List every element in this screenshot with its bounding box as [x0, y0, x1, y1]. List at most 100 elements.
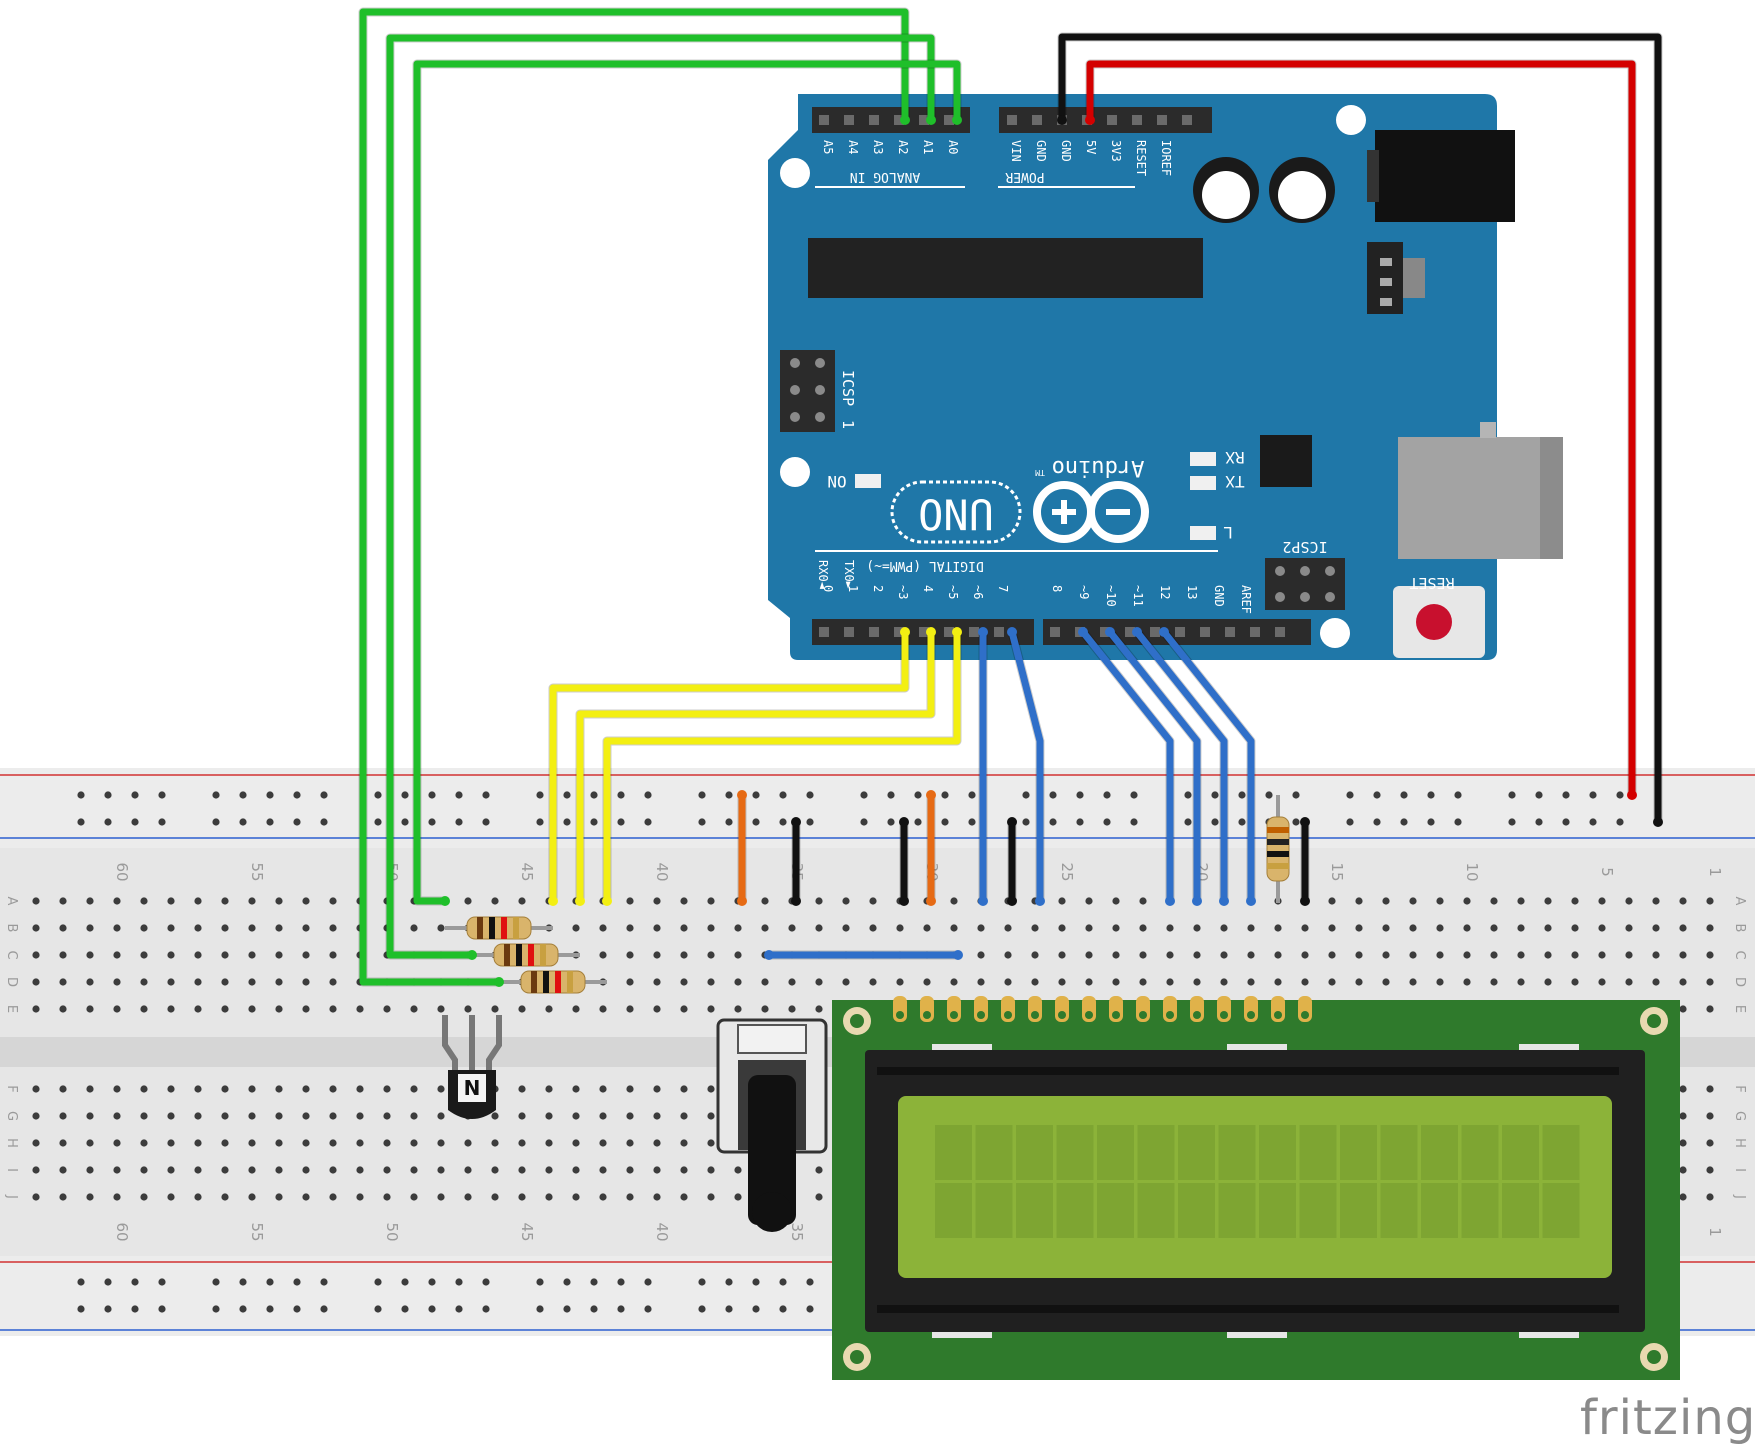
header-pin[interactable] [1125, 627, 1135, 637]
pin-label: RESET [1134, 140, 1148, 176]
header-pin[interactable] [1132, 115, 1142, 125]
lcd-cell [1137, 1125, 1175, 1180]
header-pin[interactable] [819, 115, 829, 125]
header-pin[interactable] [1007, 115, 1017, 125]
pin-label: GND [1034, 140, 1048, 162]
header-pin[interactable] [1107, 115, 1117, 125]
header-pin[interactable] [819, 627, 829, 637]
lcd-character-cells [935, 1125, 1580, 1238]
lcd-16x2 [832, 996, 1680, 1380]
header-pin[interactable] [894, 627, 904, 637]
pin-label: ~3 [896, 585, 910, 599]
lcd-cell [1259, 1183, 1296, 1238]
lcd-cell [1056, 1125, 1094, 1180]
row-letter: D [1732, 977, 1747, 987]
tx-led [1190, 476, 1216, 490]
lcd-cell [1502, 1183, 1539, 1238]
row-letter: A [1732, 897, 1747, 906]
lcd-cell [1542, 1125, 1580, 1180]
wire[interactable] [1133, 628, 1228, 905]
wire[interactable] [576, 628, 935, 905]
header-pin[interactable] [1225, 627, 1235, 637]
header-pin[interactable] [1150, 627, 1160, 637]
wire[interactable] [1008, 628, 1044, 905]
pin-label: 3V3 [1109, 140, 1123, 162]
sensor-label: N [464, 1076, 481, 1100]
wire[interactable] [1106, 628, 1201, 905]
potentiometer[interactable] [716, 1018, 828, 1232]
lcd-cell [1461, 1125, 1499, 1180]
atmega-chip [808, 238, 1203, 298]
lcd-cell [975, 1183, 1013, 1238]
column-number: 1 [1706, 867, 1724, 877]
header-pin[interactable] [944, 115, 954, 125]
usb-chip [1260, 435, 1312, 487]
mounting-hole [780, 457, 810, 487]
column-number: 1 [1706, 1227, 1724, 1237]
header-pin[interactable] [919, 115, 929, 125]
header-pin[interactable] [1050, 627, 1060, 637]
row-letter: I [1732, 1168, 1747, 1172]
header-pin[interactable] [1250, 627, 1260, 637]
row-letter: J [4, 1194, 19, 1199]
pin-label: 2 [871, 585, 885, 592]
lcd-cell [935, 1183, 972, 1238]
header-pin[interactable] [1175, 627, 1185, 637]
row-letter: F [1732, 1085, 1747, 1092]
header-pin[interactable] [944, 627, 954, 637]
row-letter: H [1732, 1138, 1747, 1148]
row-letter: E [1732, 1005, 1747, 1013]
lcd-cell [1097, 1183, 1134, 1238]
analog-header [812, 107, 970, 133]
header-pin[interactable] [1032, 115, 1042, 125]
row-letter: C [4, 950, 19, 959]
icsp2-label: ICSP2 [1282, 538, 1327, 556]
header-pin[interactable] [994, 627, 1004, 637]
resistor [1266, 795, 1290, 903]
pin-label: 0 [821, 585, 835, 592]
pin-label: A4 [846, 140, 860, 154]
pin-label: 8 [1050, 585, 1064, 592]
wire[interactable] [1160, 628, 1255, 905]
wire[interactable] [549, 628, 909, 905]
header-pin[interactable] [844, 627, 854, 637]
pin-label: GND [1059, 140, 1073, 162]
header-pin[interactable] [844, 115, 854, 125]
lcd-cell [1340, 1183, 1377, 1238]
pin-label: 12 [1158, 585, 1172, 599]
row-letter: F [4, 1085, 19, 1092]
usb-connector [1398, 437, 1563, 559]
lcd-cell [1218, 1125, 1256, 1180]
header-pin[interactable] [869, 627, 879, 637]
pin-label: TX0► [842, 560, 856, 590]
uno-label: UNO [918, 490, 994, 539]
header-pin[interactable] [969, 627, 979, 637]
pin-label: VIN [1009, 140, 1023, 162]
header-pin[interactable] [869, 115, 879, 125]
potentiometer-knob[interactable] [748, 1075, 796, 1225]
icsp2-header [1265, 558, 1345, 610]
header-pin[interactable] [1275, 627, 1285, 637]
wire[interactable] [1079, 628, 1174, 905]
header-pin[interactable] [1182, 115, 1192, 125]
lcd-cell [1178, 1125, 1215, 1180]
icsp-pin1-label: 1 [839, 420, 857, 429]
rx-led [1190, 452, 1216, 466]
wire[interactable] [359, 8, 909, 986]
pin-label: ~9 [1077, 585, 1091, 599]
wire[interactable] [1086, 60, 1636, 799]
arduino-logo: UNO Arduino TM [890, 455, 1149, 544]
header-pin[interactable] [1200, 627, 1210, 637]
header-pin[interactable] [919, 627, 929, 637]
wire[interactable] [1058, 33, 1662, 826]
header-pin[interactable] [1157, 115, 1167, 125]
wire[interactable] [413, 60, 961, 905]
header-pin[interactable] [894, 115, 904, 125]
column-number: 60 [113, 1222, 131, 1241]
row-letter: B [4, 924, 19, 933]
power-header [999, 107, 1212, 133]
wire[interactable] [603, 628, 961, 905]
arduino-brand-label: Arduino [1052, 455, 1145, 480]
lcd-cell [975, 1125, 1013, 1180]
